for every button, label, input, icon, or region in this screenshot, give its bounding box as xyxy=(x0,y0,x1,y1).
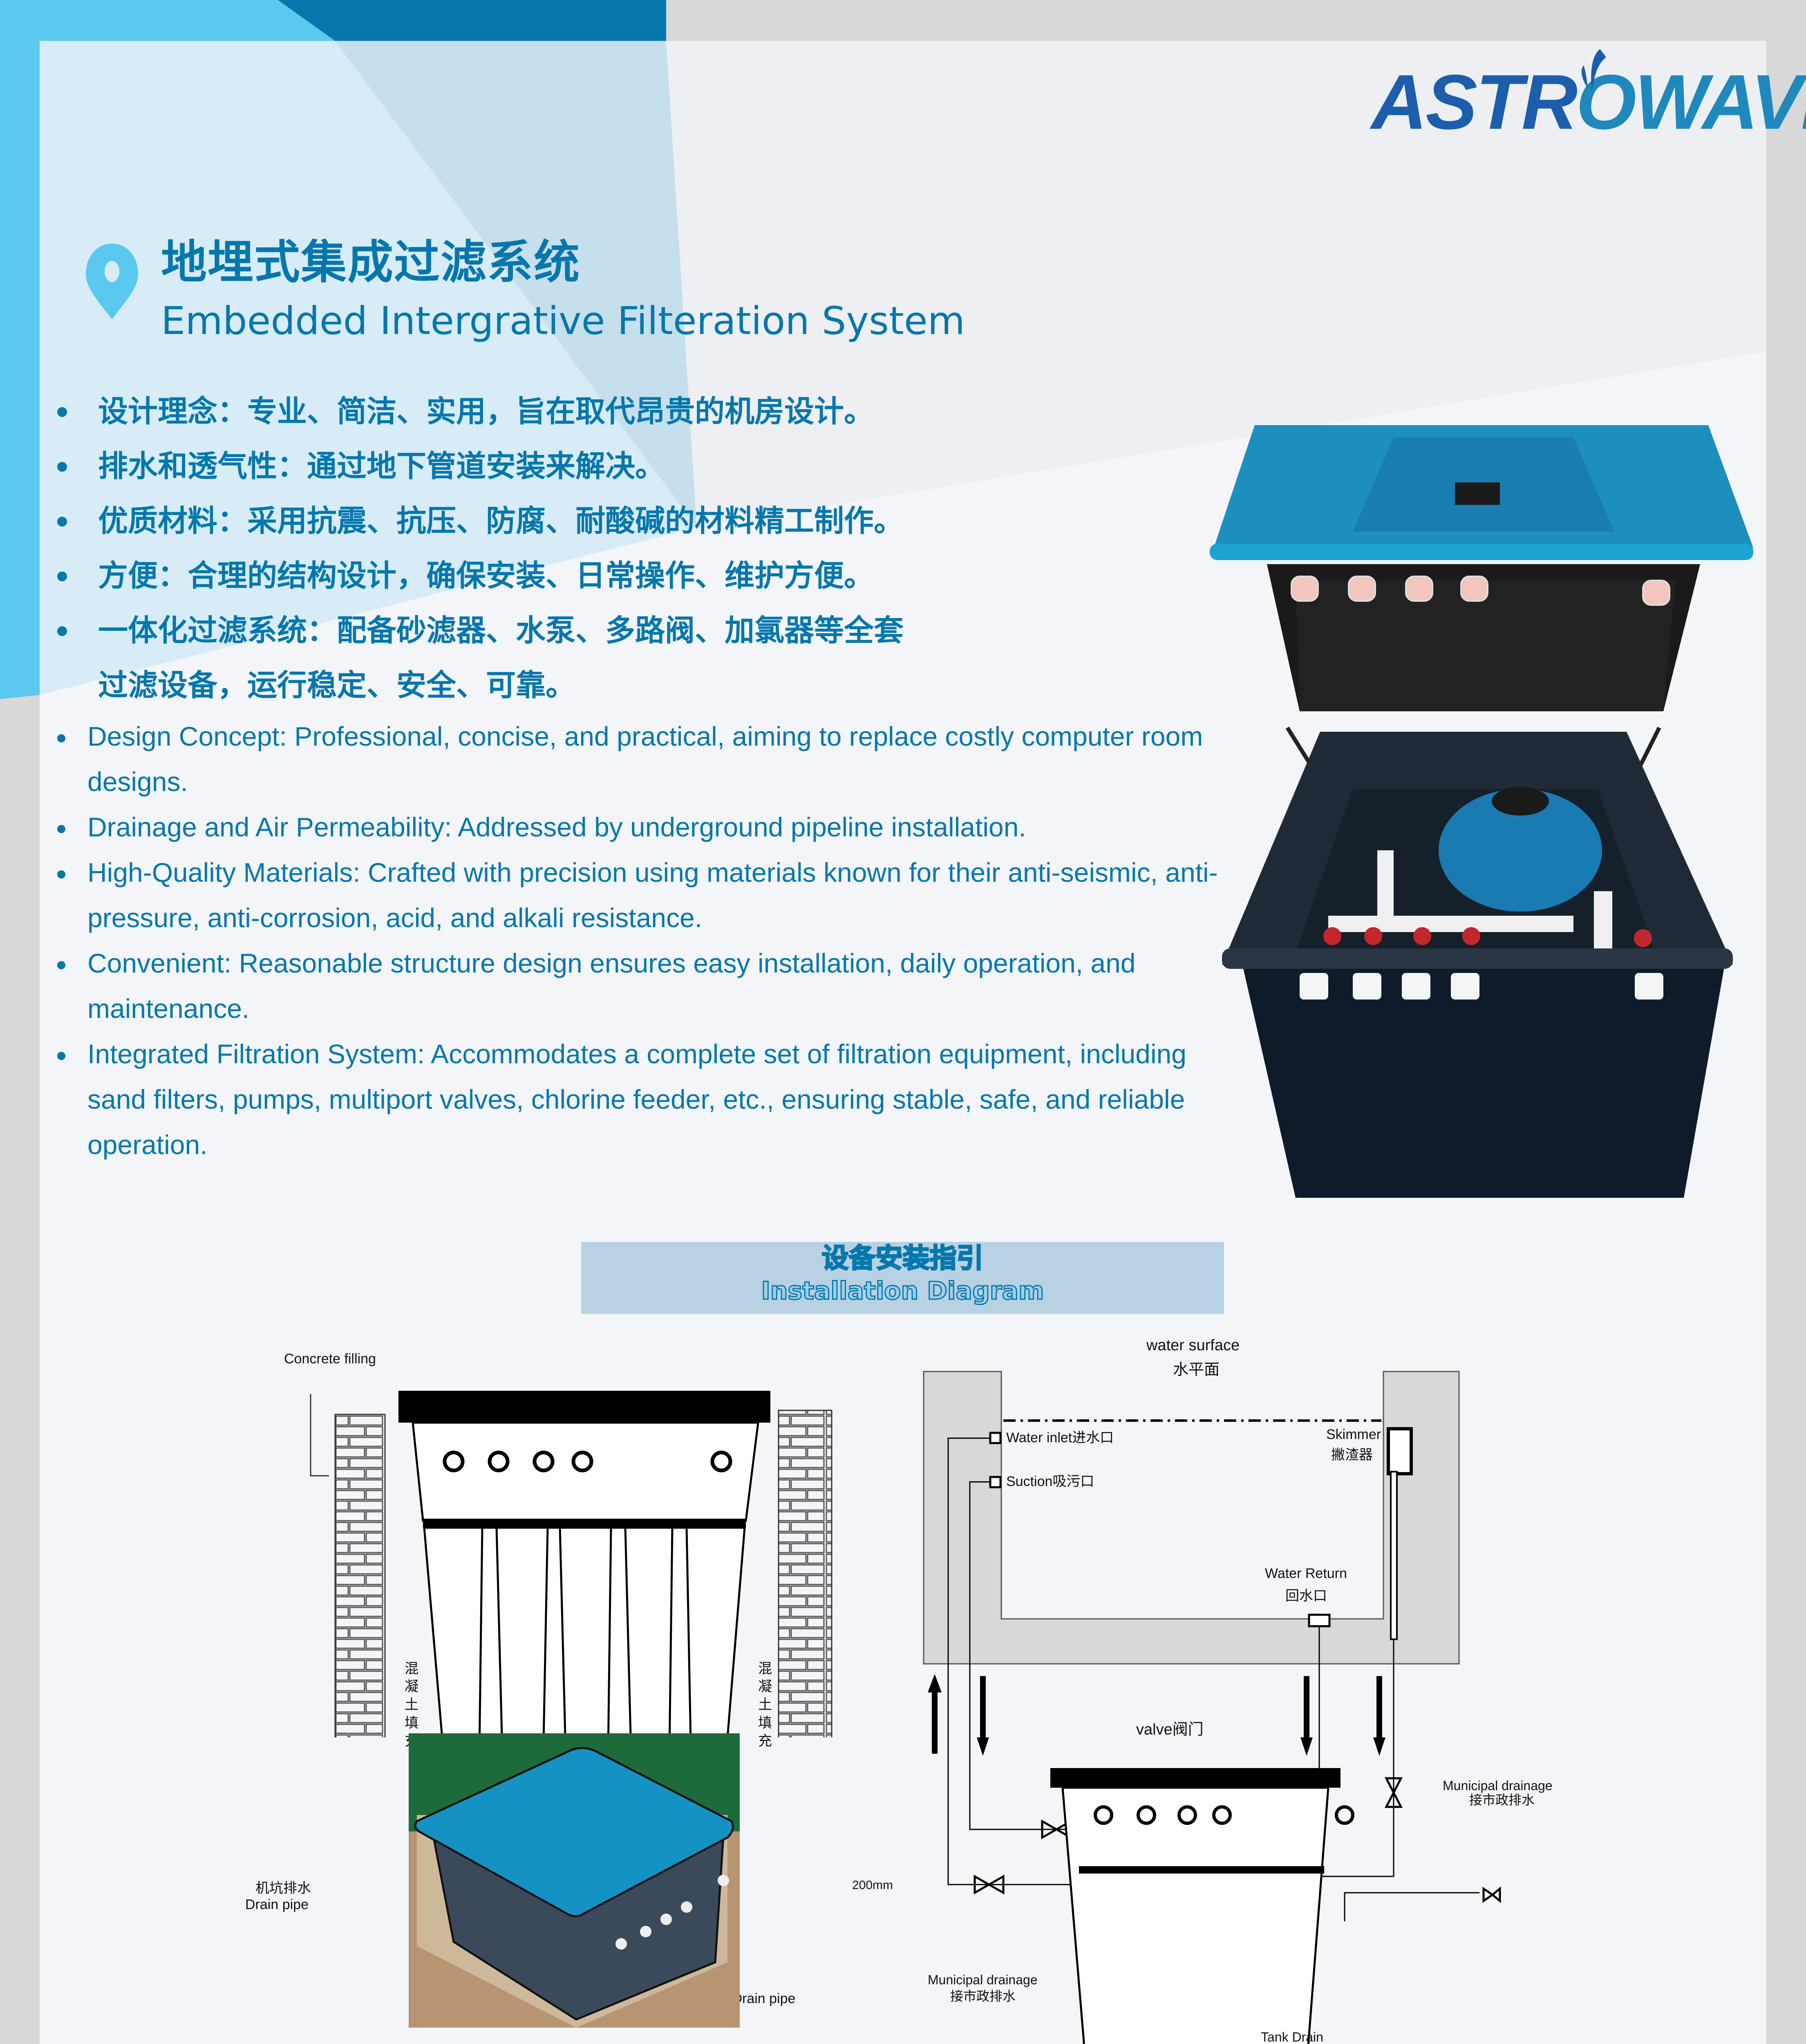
label-pit-drain-en: Drain pipe xyxy=(245,1897,309,1912)
label-suction: Suction吸污口 xyxy=(1006,1474,1094,1489)
install-title-en: Installation Diagram xyxy=(761,1276,1045,1306)
label-water-return-cn: 回水口 xyxy=(1285,1588,1327,1604)
location-pin-icon xyxy=(86,244,138,319)
feature-item-en: Convenient: Reasonable structure design … xyxy=(57,941,1242,1031)
feature-item-cn: 排水和透气性：通过地下管道安装来解决。 xyxy=(57,439,1079,494)
brand-logo: ASTROWAVE xyxy=(1371,43,1806,141)
feature-item-cn: 一体化过滤系统：配备砂滤器、水泵、多路阀、加氯器等全套过滤设备，运行稳定、安全、… xyxy=(57,603,1079,713)
tank-cross-section-drawing xyxy=(310,1391,833,1737)
product-photo xyxy=(1210,425,1753,1198)
label-water-surface-cn: 水平面 xyxy=(1173,1361,1220,1378)
label-municipal-drainage-en: Municipal drainage xyxy=(1443,1778,1553,1793)
label-pit-drain-cn: 机坑排水 xyxy=(255,1880,311,1896)
plumbing-schematic-diagram: water surface 水平面 Water inlet进水口 Suction… xyxy=(915,1329,1569,2044)
feature-item-en: Drainage and Air Permeability: Addressed… xyxy=(57,805,1242,850)
label-skimmer-en: Skimmer xyxy=(1326,1427,1381,1442)
buried-tank-illustration xyxy=(409,1733,740,2028)
label-municipal-drainage2-cn: 接市政排水 xyxy=(950,1989,1016,2004)
page-title-en: Embedded Intergrative Filteration System xyxy=(161,299,965,343)
features-list-cn: 设计理念：专业、简洁、实用，旨在取代昂贵的机房设计。 排水和透气性：通过地下管道… xyxy=(57,384,1079,713)
feature-item-en: Integrated Filtration System: Accommodat… xyxy=(57,1031,1242,1168)
feature-item-cn: 设计理念：专业、简洁、实用，旨在取代昂贵的机房设计。 xyxy=(57,384,1079,439)
plumbing-schematic-drawing xyxy=(923,1371,1501,2044)
label-depth: 200mm xyxy=(852,1878,893,1892)
installation-section-diagram: Concrete filling 混凝土填充 混凝土填充 机坑排水 Drain … xyxy=(237,1341,924,2006)
feature-item-cn: 优质材料：采用抗震、抗压、防腐、耐酸碱的材料精工制作。 xyxy=(57,494,1079,549)
label-water-return-en: Water Return xyxy=(1265,1566,1347,1581)
label-concrete-fill-cn-right: 混凝土填充 xyxy=(758,1661,772,1749)
install-diagram-banner: 设备安装指引 Installation Diagram xyxy=(581,1242,1224,1314)
label-tank-drain-en: Tank Drain xyxy=(1261,2030,1323,2044)
features-list-en: Design Concept: Professional, concise, a… xyxy=(57,714,1242,1168)
logo-wordmark: ASTROWAVE xyxy=(1371,59,1806,146)
label-valve: valve阀门 xyxy=(1136,1721,1204,1738)
label-skimmer-cn: 撇渣器 xyxy=(1331,1447,1373,1463)
label-water-surface-en: water surface xyxy=(1146,1337,1240,1354)
install-title-cn: 设备安装指引 xyxy=(821,1242,984,1275)
feature-item-en: Design Concept: Professional, concise, a… xyxy=(57,714,1242,805)
page-title-cn: 地埋式集成过滤系统 xyxy=(161,236,580,289)
label-water-inlet: Water inlet进水口 xyxy=(1006,1430,1114,1446)
label-municipal-drainage-cn: 接市政排水 xyxy=(1469,1793,1535,1807)
label-concrete-filling: Concrete filling xyxy=(284,1351,376,1367)
feature-item-cn: 方便：合理的结构设计，确保安装、日常操作、维护方便。 xyxy=(57,549,1079,603)
label-municipal-drainage2-en: Municipal drainage xyxy=(928,1972,1038,1987)
water-splash-icon xyxy=(1581,49,1606,92)
feature-item-en: High-Quality Materials: Crafted with pre… xyxy=(57,850,1242,941)
